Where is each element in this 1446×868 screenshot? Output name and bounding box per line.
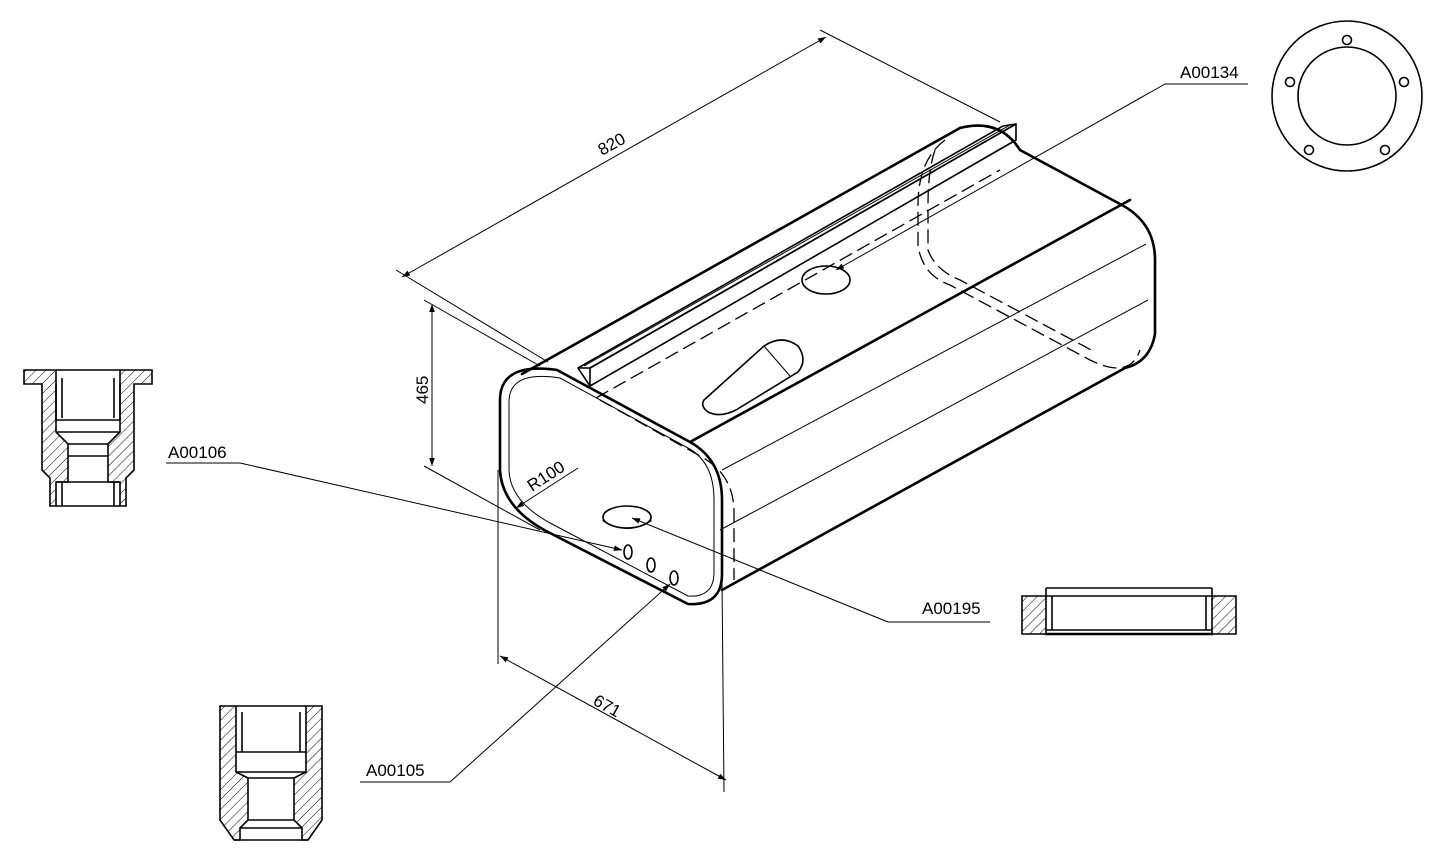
tank-top-edge-right: [688, 198, 1132, 444]
front-cap-opening: [602, 505, 652, 529]
callout-front-fitting-label: A00106: [168, 443, 227, 462]
fuel-tank-isometric: [498, 123, 1157, 606]
dimension-length: 820: [395, 29, 1001, 363]
callout-top-flange: A00134: [835, 63, 1248, 271]
front-port-3: [669, 570, 679, 586]
dimension-height: 465: [413, 299, 541, 531]
tank-bottom-edge: [720, 366, 1127, 592]
detail-bottom-fitting-section: [219, 705, 323, 841]
callout-top-flange-label: A00134: [1180, 63, 1239, 82]
front-port-2: [646, 557, 656, 573]
tank-front-face-inner: [508, 375, 715, 597]
callout-front-fitting: A00106: [166, 443, 623, 551]
detail-cap-section: [1021, 587, 1237, 636]
top-rail: [577, 123, 1017, 387]
callout-front-cap-label: A00195: [922, 599, 981, 618]
tank-back-face: [958, 124, 1157, 370]
top-hole: [801, 265, 851, 295]
callout-bottom-fitting: A00105: [360, 583, 671, 783]
tank-top-edge-left: [520, 126, 962, 376]
dimension-width-label: 671: [590, 691, 624, 721]
dimension-radius-label: R100: [524, 457, 568, 495]
hidden-bottom-edge: [595, 169, 1001, 399]
tank-front-face: [498, 367, 724, 606]
tank-side-mid-edge: [719, 299, 1149, 531]
dimension-radius: R100: [515, 457, 579, 509]
tank-side-top-edge: [721, 243, 1147, 471]
filler-neck: [701, 339, 804, 416]
dimension-length-label: 820: [595, 129, 629, 159]
detail-flange-ring: [1271, 20, 1423, 172]
callout-bottom-fitting-label: A00105: [366, 761, 425, 780]
dimension-width: 671: [497, 470, 727, 793]
hidden-back-inner: [927, 149, 1096, 353]
hidden-front-edge: [599, 399, 735, 580]
detail-front-fitting-section: [23, 369, 153, 507]
dimension-height-label: 465: [413, 376, 432, 404]
callout-front-cap: A00195: [631, 517, 990, 623]
front-port-1: [623, 544, 633, 560]
hidden-back-outline: [917, 139, 1141, 369]
